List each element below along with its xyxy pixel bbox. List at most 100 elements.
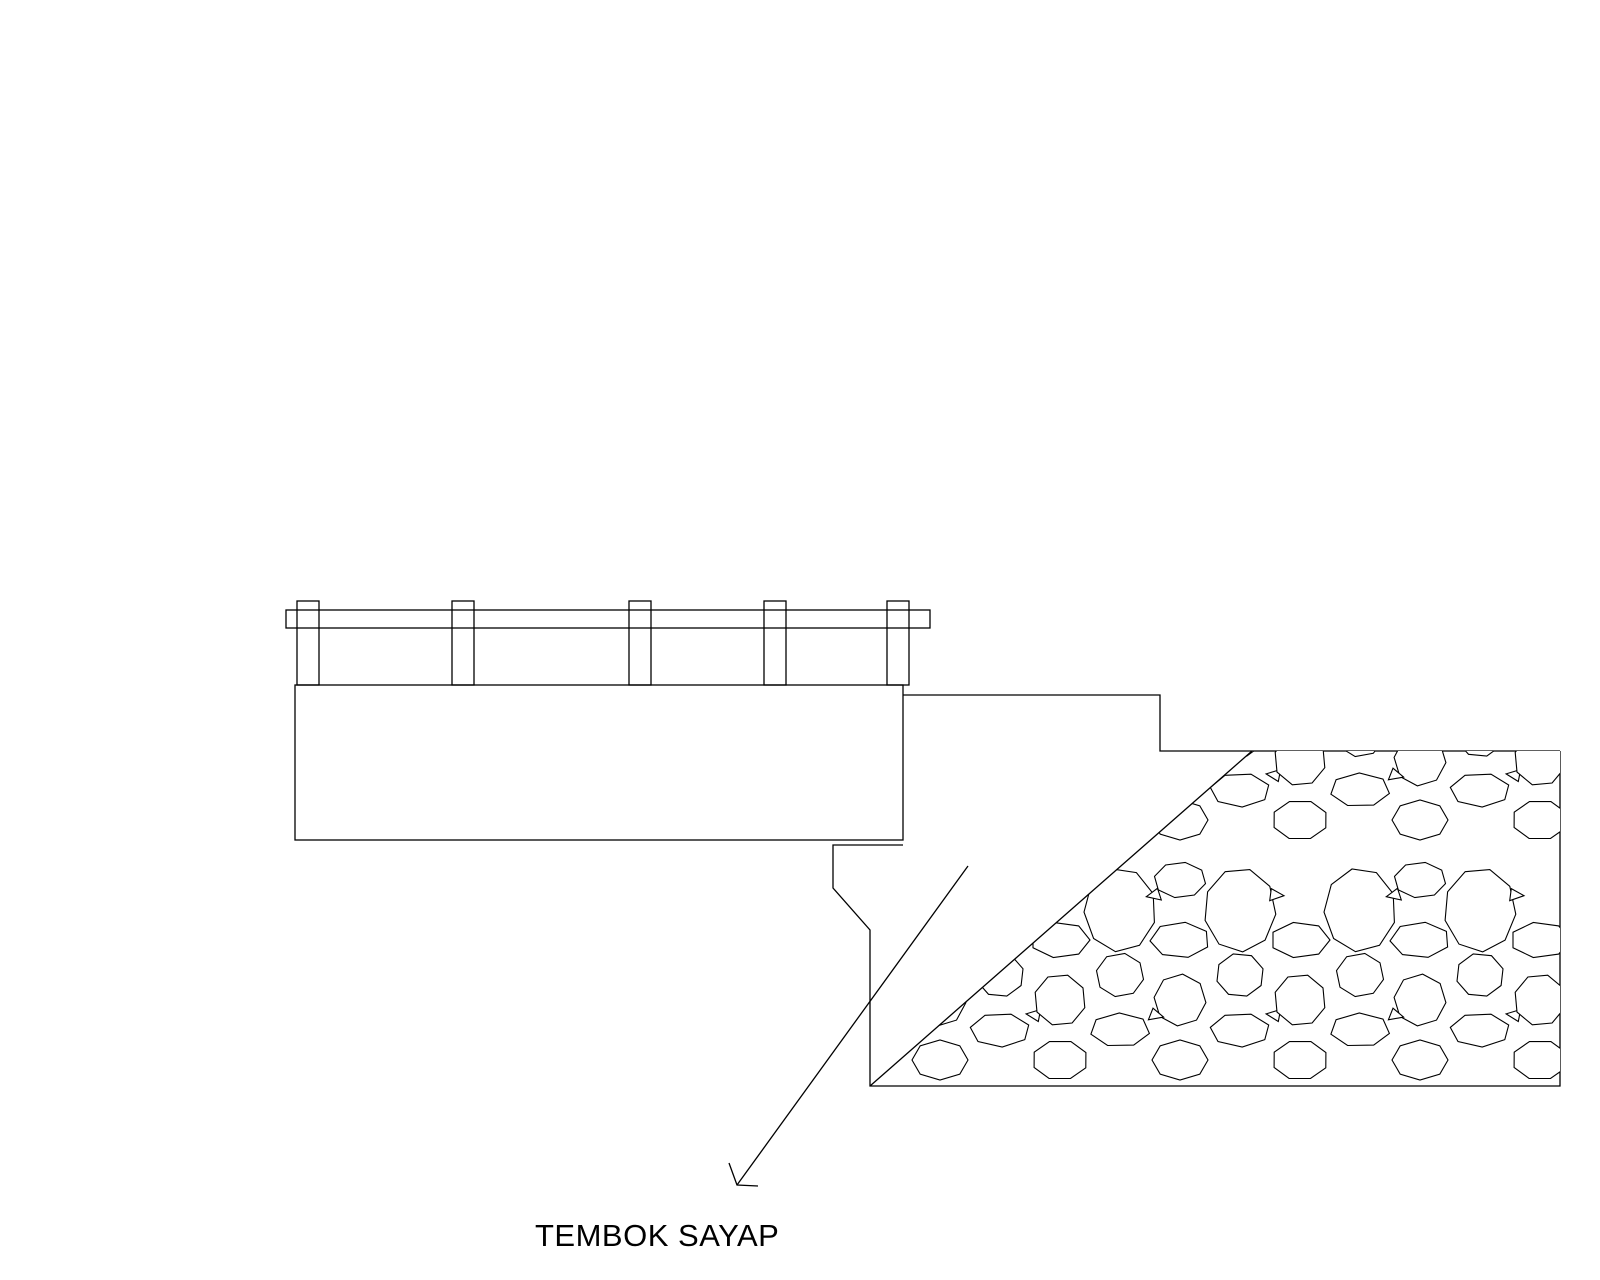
wing-wall-label: TEMBOK SAYAP bbox=[535, 1218, 780, 1253]
rubble-stone bbox=[1510, 1129, 1524, 1141]
rubble-stone bbox=[1386, 1128, 1401, 1140]
rubble-stone bbox=[1450, 1254, 1508, 1280]
rubble-stone bbox=[794, 1042, 846, 1079]
rubble-stone bbox=[970, 1254, 1028, 1280]
rubble-stone bbox=[1324, 629, 1394, 712]
rubble-stone bbox=[870, 772, 911, 807]
approach-slab bbox=[903, 694, 1560, 752]
rubble-stone bbox=[1514, 751, 1560, 786]
rubble-stone bbox=[1513, 1163, 1570, 1198]
rubble-stone bbox=[1155, 1102, 1206, 1137]
rubble-stone bbox=[1391, 799, 1449, 841]
rubble-stone bbox=[844, 629, 914, 712]
rubble-stone bbox=[1275, 1215, 1325, 1265]
rubble-stone bbox=[1323, 868, 1395, 953]
bridge-deck bbox=[294, 684, 904, 841]
rubble-stone bbox=[1033, 1163, 1090, 1198]
rubble-stone bbox=[1148, 1248, 1163, 1260]
railing bbox=[285, 600, 931, 686]
rubble-stone bbox=[1153, 751, 1207, 787]
rubble-stone bbox=[1146, 648, 1161, 660]
stone-masonry-fill bbox=[793, 629, 1600, 1280]
rubble-stone bbox=[1095, 751, 1145, 758]
rubble-stone bbox=[844, 1109, 914, 1192]
railing-post bbox=[451, 600, 475, 686]
rubble-stone bbox=[1274, 974, 1326, 1026]
rubble-stone bbox=[1564, 869, 1600, 952]
rubble-stone bbox=[1391, 1039, 1449, 1081]
rubble-stone bbox=[1153, 861, 1207, 899]
rubble-stone bbox=[1032, 921, 1091, 959]
rubble-stone bbox=[969, 1013, 1030, 1048]
railing-top-rail bbox=[285, 609, 931, 629]
rubble-stone bbox=[851, 1253, 910, 1280]
rubble-stone bbox=[1456, 751, 1504, 757]
rubble-stone bbox=[1205, 630, 1276, 712]
wing-wall-outline bbox=[832, 751, 1561, 1087]
rubble-stone bbox=[1388, 1248, 1403, 1260]
rubble-stone bbox=[1146, 1128, 1161, 1140]
rubble-stone bbox=[870, 1012, 911, 1047]
rubble-stone bbox=[1445, 1110, 1516, 1192]
rubble-stone bbox=[1449, 1013, 1510, 1048]
rubble-stone bbox=[1324, 1109, 1394, 1192]
rubble-stone bbox=[1033, 800, 1087, 840]
rubble-stone bbox=[1269, 887, 1286, 902]
rubble-stone bbox=[1030, 1129, 1044, 1141]
rubble-stone bbox=[1389, 921, 1449, 958]
rubble-stone bbox=[1393, 861, 1447, 899]
rubble-stone bbox=[1273, 800, 1327, 840]
rubble-stone bbox=[1147, 767, 1165, 781]
rubble-stone bbox=[795, 975, 845, 1025]
rubble-stone bbox=[1034, 751, 1086, 786]
rubble-stone bbox=[1153, 973, 1207, 1027]
rubble-stone bbox=[1335, 751, 1385, 758]
rubble-stone bbox=[857, 1193, 904, 1236]
rubble-stone bbox=[1571, 773, 1600, 806]
rubble-stone bbox=[1083, 868, 1155, 953]
rubble-stone bbox=[1154, 1214, 1206, 1266]
rubble-stone bbox=[911, 799, 969, 841]
rubble-stone bbox=[1270, 649, 1284, 661]
rubble-stone bbox=[1217, 1194, 1263, 1236]
rubble-stone bbox=[913, 751, 967, 787]
rubble-stone bbox=[1337, 1193, 1384, 1236]
rubble-stone bbox=[1029, 887, 1046, 902]
rubble-stone bbox=[870, 952, 905, 998]
rubble-stone bbox=[965, 1110, 1036, 1192]
rubble-stone bbox=[1030, 649, 1044, 661]
rubble-stone bbox=[1513, 800, 1560, 840]
rubble-stone bbox=[1024, 768, 1042, 783]
rubble-stone bbox=[795, 735, 845, 785]
rubble-stone bbox=[1387, 1007, 1405, 1021]
rubble-stone bbox=[1151, 1039, 1209, 1081]
rubble-stone bbox=[1515, 1215, 1565, 1265]
rubble-stone bbox=[1393, 973, 1447, 1027]
rubble-stone bbox=[1387, 767, 1405, 781]
rubble-stone bbox=[1457, 1194, 1503, 1236]
rubble-stone bbox=[907, 767, 925, 781]
rubble-stone bbox=[793, 923, 850, 958]
rubble-stone bbox=[1151, 799, 1209, 841]
rubble-stone bbox=[1571, 1013, 1600, 1046]
rubble-stone bbox=[1564, 1109, 1600, 1192]
rubble-stone bbox=[1209, 1013, 1270, 1048]
rubble-stone bbox=[1147, 1007, 1165, 1021]
rubble-stone bbox=[1564, 629, 1600, 712]
rubble-stone bbox=[1513, 1040, 1560, 1080]
rubble-stone bbox=[793, 1163, 850, 1198]
rubble-stone bbox=[1449, 773, 1510, 808]
rubble-stone bbox=[976, 751, 1024, 757]
rubble-stone bbox=[1273, 683, 1330, 718]
rubble-stone bbox=[1090, 1012, 1151, 1047]
rubble-stone bbox=[1216, 953, 1264, 997]
rubble-stone bbox=[1033, 1040, 1087, 1080]
rubble-stone bbox=[1330, 772, 1391, 807]
rubble-stone bbox=[795, 1215, 845, 1265]
rubble-stone bbox=[794, 802, 846, 839]
rubble-stone bbox=[976, 953, 1024, 997]
rubble-stone bbox=[910, 682, 968, 717]
rubble-stone bbox=[1506, 1250, 1521, 1262]
rubble-stone bbox=[1513, 683, 1570, 718]
